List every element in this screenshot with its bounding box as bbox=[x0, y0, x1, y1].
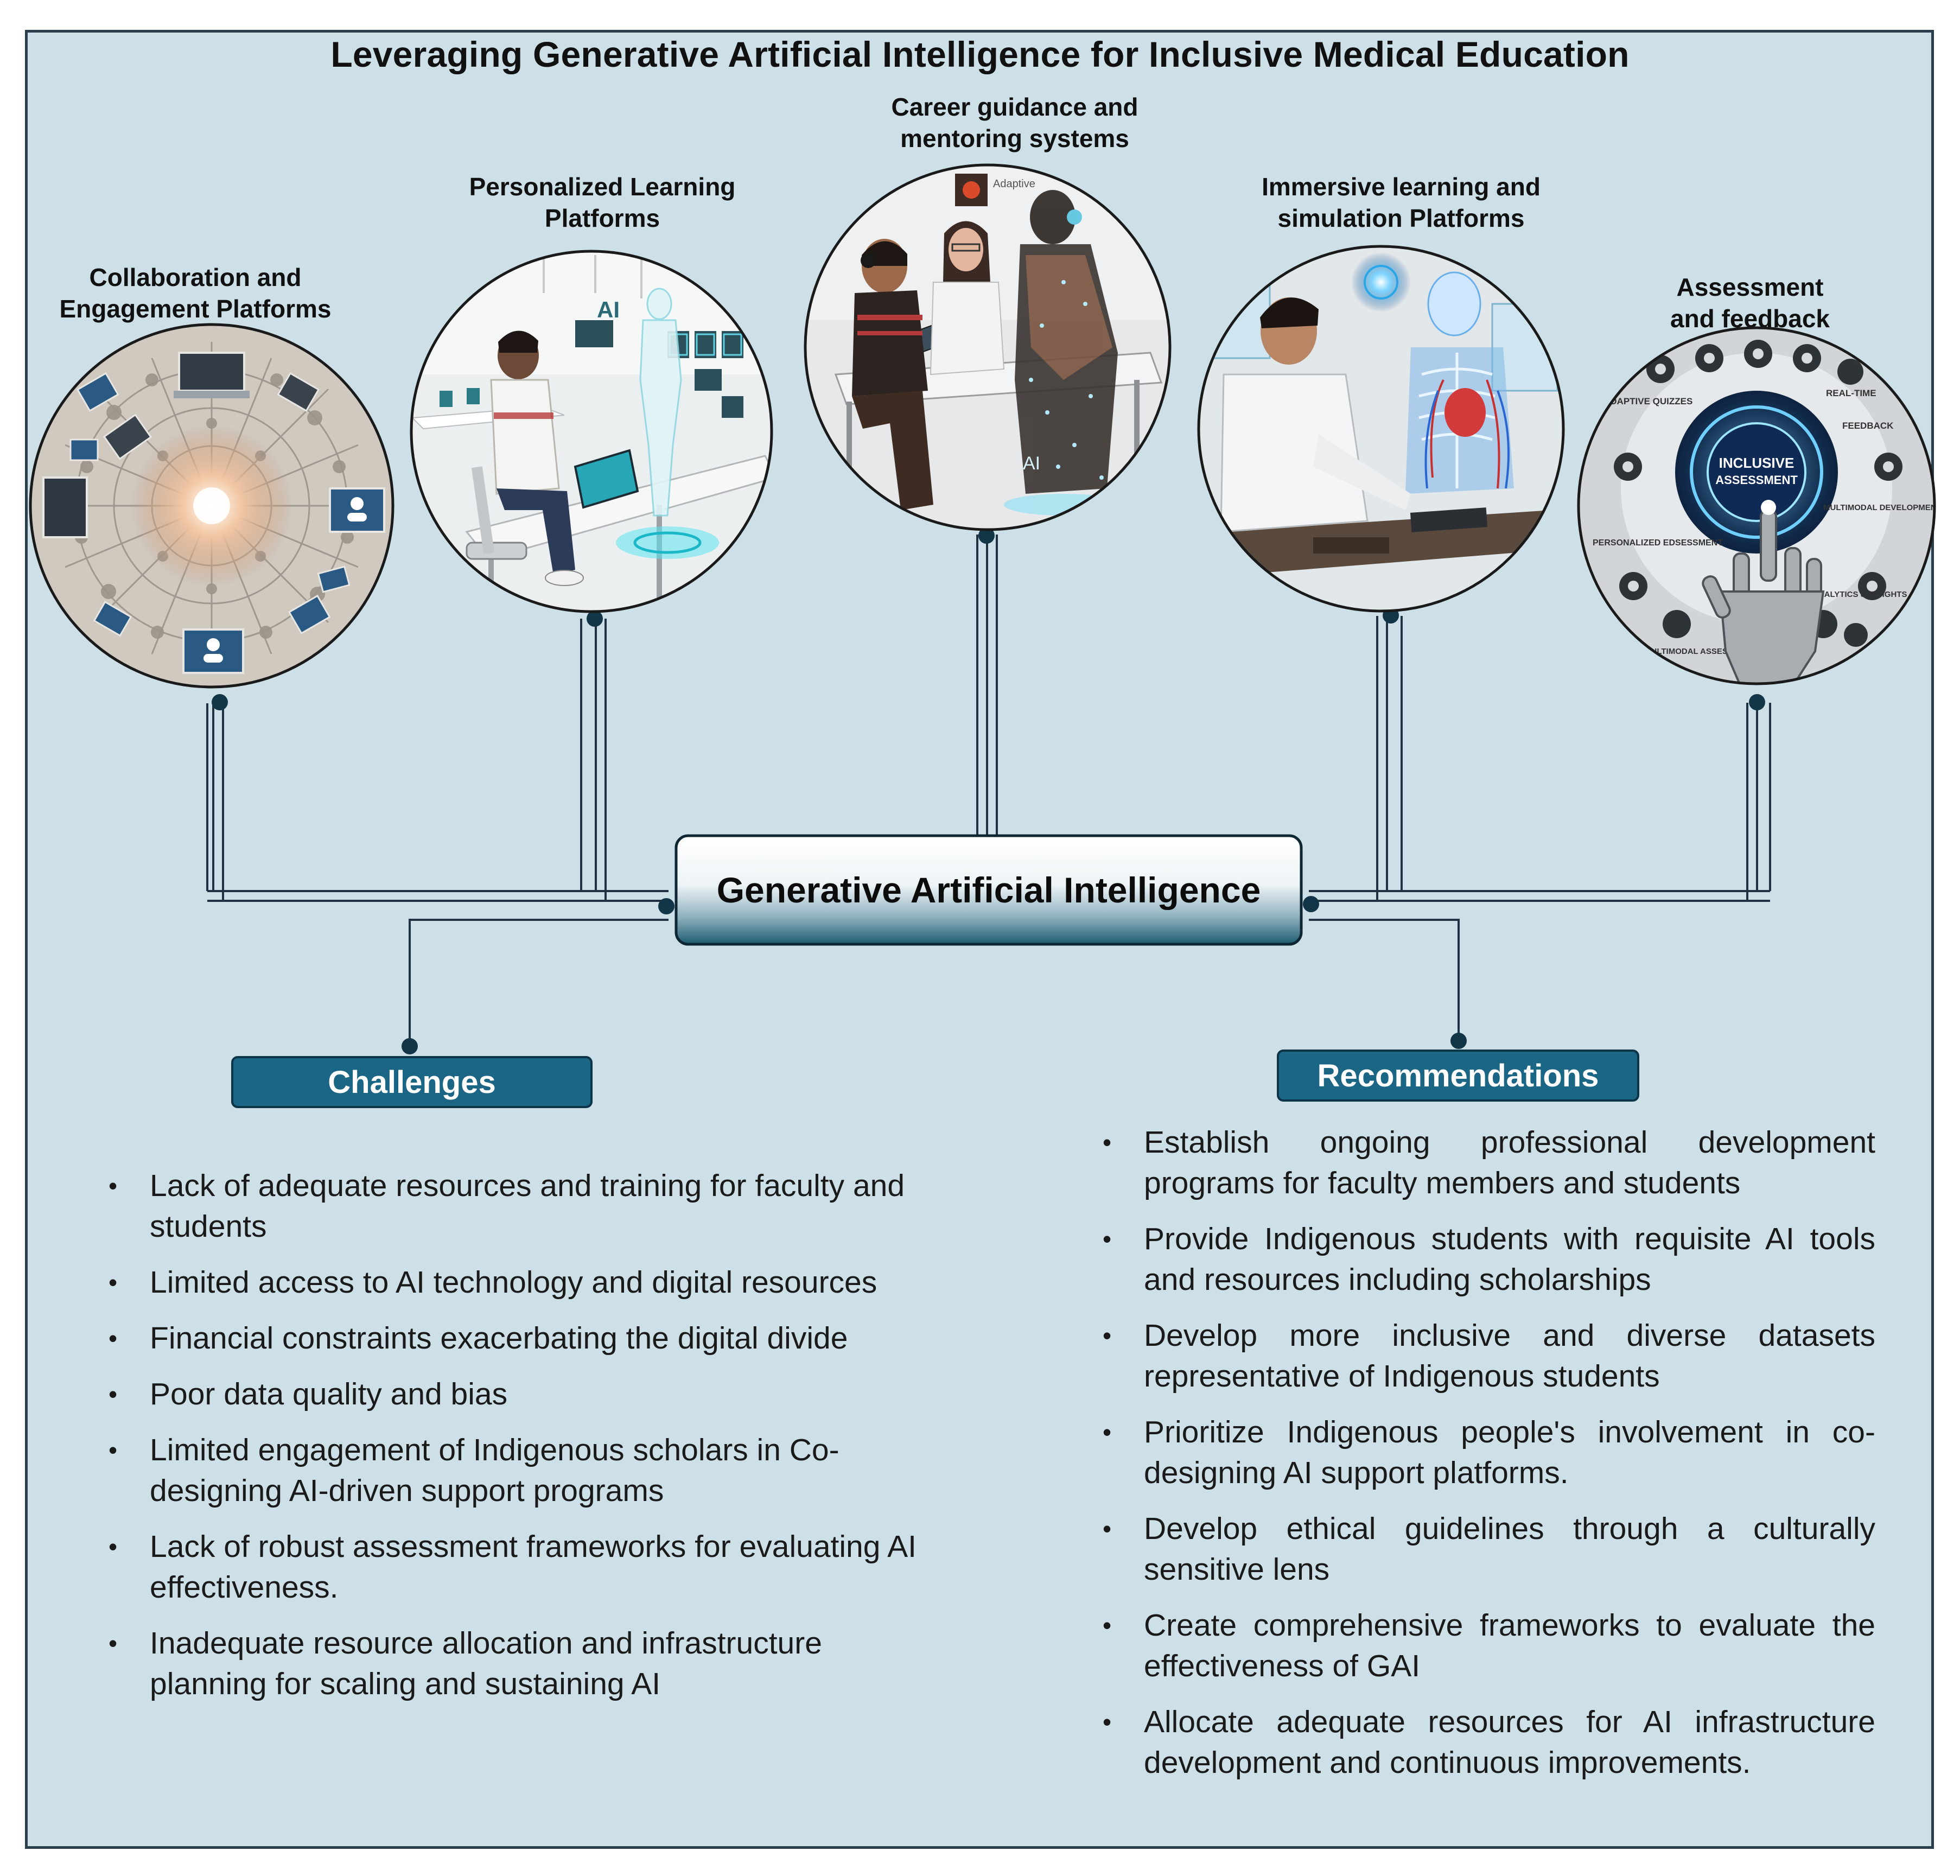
challenge-text: Lack of robust assessment frameworks for… bbox=[150, 1529, 917, 1605]
recommendations-list: • Establish ongoing professional developm… bbox=[1103, 1122, 1875, 1798]
node-label-collaboration: Collaboration and Engagement Platforms bbox=[22, 262, 369, 325]
label-line: Assessment bbox=[1676, 273, 1824, 301]
personalized-assessment-text: PERSONALIZED EDSESSMENT bbox=[1593, 538, 1723, 548]
career-guidance-illustration: Adaptive bbox=[804, 163, 1172, 531]
challenges-heading: Challenges bbox=[328, 1064, 496, 1100]
bullet-icon: • bbox=[1103, 1225, 1112, 1253]
challenge-text: Financial constraints exacerbating the d… bbox=[150, 1321, 848, 1356]
bullet-icon: • bbox=[109, 1172, 118, 1200]
label-line: Engagement Platforms bbox=[59, 295, 332, 323]
assessment-feedback-illustration: INCLUSIVE ASSESSMENT bbox=[1577, 326, 1942, 685]
bullet-icon: • bbox=[109, 1436, 118, 1464]
challenge-item: • Poor data quality and bias bbox=[109, 1374, 926, 1415]
recommendations-heading: Recommendations bbox=[1317, 1058, 1599, 1093]
challenges-list: • Lack of adequate resources and training… bbox=[109, 1166, 926, 1720]
node-label-career: Career guidance and mentoring systems bbox=[841, 91, 1188, 154]
challenge-item: • Inadequate resource allocation and infr… bbox=[109, 1623, 926, 1705]
bullet-icon: • bbox=[109, 1532, 118, 1561]
challenges-heading-box bbox=[231, 1056, 593, 1108]
label-line: Collaboration and bbox=[89, 263, 302, 291]
collaboration-platforms-illustration bbox=[29, 323, 394, 689]
bullet-icon: • bbox=[109, 1629, 118, 1657]
challenge-text: Lack of adequate resources and training … bbox=[150, 1168, 905, 1244]
assessment-text: ASSESSMENT bbox=[1715, 473, 1798, 487]
node-label-personalized: Personalized Learning Platforms bbox=[429, 171, 776, 234]
bullet-icon: • bbox=[1103, 1418, 1112, 1446]
node-label-immersive: Immersive learning and simulation Platfo… bbox=[1227, 171, 1575, 234]
connector-dots bbox=[212, 527, 1765, 1054]
immersive-learning-illustration bbox=[1197, 245, 1565, 613]
recommendation-item: • Develop ethical guidelines through a cu… bbox=[1103, 1509, 1875, 1590]
challenge-text: Limited engagement of Indigenous scholar… bbox=[150, 1433, 839, 1508]
challenge-item: • Financial constraints exacerbating the … bbox=[109, 1318, 926, 1359]
personalized-learning-illustration: AI bbox=[410, 250, 773, 613]
challenge-item: • Lack of adequate resources and training… bbox=[109, 1166, 926, 1247]
feedback-text: FEEDBACK bbox=[1842, 421, 1894, 431]
challenge-text: Poor data quality and bias bbox=[150, 1377, 508, 1411]
challenge-item: • Lack of robust assessment frameworks fo… bbox=[109, 1527, 926, 1608]
recommendation-text: Allocate adequate resources for AI infra… bbox=[1144, 1705, 1875, 1780]
recommendation-text: Develop ethical guidelines through a cul… bbox=[1144, 1511, 1875, 1587]
bullet-icon: • bbox=[1103, 1611, 1112, 1639]
recommendations-heading-box bbox=[1277, 1050, 1639, 1102]
adaptive-quizzes-text: ADAPTIVE QUIZZES bbox=[1603, 396, 1692, 406]
ai-sign: AI bbox=[1023, 453, 1040, 474]
bullet-icon: • bbox=[109, 1268, 118, 1296]
gai-central-box bbox=[674, 834, 1303, 946]
multimodal-development-text: MULTIMODAL DEVELOPMENT bbox=[1823, 503, 1942, 512]
bullet-icon: • bbox=[1103, 1515, 1112, 1543]
real-time-text: REAL-TIME bbox=[1826, 388, 1876, 398]
bullet-icon: • bbox=[1103, 1128, 1112, 1156]
recommendation-item: • Create comprehensive frameworks to eval… bbox=[1103, 1605, 1875, 1687]
recommendation-text: Prioritize Indigenous people's involveme… bbox=[1144, 1415, 1875, 1490]
bullet-icon: • bbox=[1103, 1708, 1112, 1736]
label-line: simulation Platforms bbox=[1277, 204, 1525, 232]
recommendation-text: Provide Indigenous students with requisi… bbox=[1144, 1222, 1875, 1297]
recommendation-item: • Prioritize Indigenous people's involvem… bbox=[1103, 1412, 1875, 1493]
recommendation-item: • Provide Indigenous students with requis… bbox=[1103, 1219, 1875, 1300]
gai-center-label: Generative Artificial Intelligence bbox=[716, 870, 1261, 910]
label-line: mentoring systems bbox=[900, 124, 1129, 152]
bullet-icon: • bbox=[109, 1380, 118, 1408]
recommendation-item: • Establish ongoing professional developm… bbox=[1103, 1122, 1875, 1204]
label-line: Personalized Learning bbox=[469, 173, 736, 201]
ai-sign: AI bbox=[597, 297, 620, 322]
recommendation-text: Create comprehensive frameworks to evalu… bbox=[1144, 1608, 1875, 1683]
label-line: Immersive learning and bbox=[1262, 173, 1541, 201]
recommendation-item: • Develop more inclusive and diverse data… bbox=[1103, 1315, 1875, 1397]
diagram-title: Leveraging Generative Artificial Intelli… bbox=[330, 34, 1630, 74]
inclusive-text: INCLUSIVE bbox=[1719, 455, 1794, 471]
analytics-text: ANALYTICS & INSIGHTS bbox=[1812, 590, 1907, 599]
recommendation-text: Establish ongoing professional developme… bbox=[1144, 1125, 1875, 1200]
adaptive-sign: Adaptive bbox=[993, 178, 1035, 190]
connector-lines bbox=[206, 535, 1771, 1045]
challenge-item: • Limited access to AI technology and dig… bbox=[109, 1262, 926, 1303]
label-line: Career guidance and bbox=[891, 93, 1138, 121]
bullet-icon: • bbox=[1103, 1321, 1112, 1350]
challenge-item: • Limited engagement of Indigenous schola… bbox=[109, 1430, 926, 1511]
recommendation-text: Develop more inclusive and diverse datas… bbox=[1144, 1318, 1875, 1394]
challenge-text: Limited access to AI technology and digi… bbox=[150, 1265, 877, 1300]
recommendation-item: • Allocate adequate resources for AI infr… bbox=[1103, 1702, 1875, 1783]
bullet-icon: • bbox=[109, 1324, 118, 1352]
challenge-text: Inadequate resource allocation and infra… bbox=[150, 1626, 822, 1701]
node-label-assessment: Assessment and feedback bbox=[1631, 271, 1869, 334]
label-line: Platforms bbox=[544, 204, 660, 232]
